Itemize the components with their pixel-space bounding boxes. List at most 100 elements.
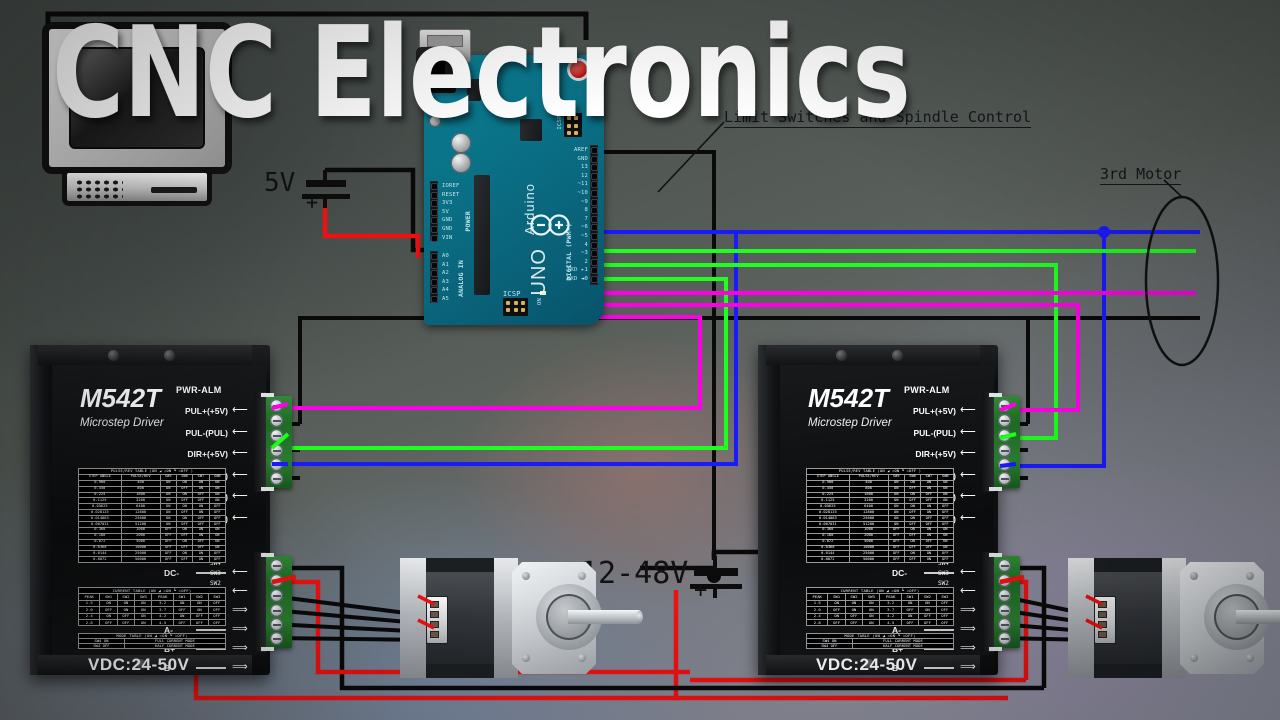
pin-label-a1: A1 — [442, 262, 449, 268]
pulse-rev-row: 0.2251600ONONOFFON — [78, 491, 227, 499]
dip-switch-sw3: SW3 — [938, 570, 949, 577]
header-pin[interactable] — [431, 288, 437, 294]
arduino-uno-board[interactable]: RESET ICSP2 ICSP ON Arduino — [416, 29, 604, 325]
pin-label-ioref: IOREF — [442, 183, 460, 189]
pulse-rev-cell: OFF — [208, 515, 227, 523]
current-cell: OFF — [935, 618, 955, 627]
pin-label-rxd-0: RXD ◄0 — [567, 276, 588, 282]
digital-header[interactable] — [590, 145, 598, 285]
header-pin[interactable] — [431, 184, 437, 189]
flange-screw — [892, 350, 903, 361]
pin-schematic-symbol — [924, 629, 954, 631]
x-axis-stepper — [400, 558, 643, 678]
power-direction-arrow: ⟹ — [960, 643, 976, 654]
reset-button[interactable] — [570, 61, 587, 78]
pin-label-12: 12 — [581, 173, 588, 179]
header-pin[interactable] — [431, 254, 437, 259]
pin-label--3: ~3 — [581, 250, 588, 256]
computer-keyboard — [62, 168, 212, 206]
header-pin[interactable] — [591, 268, 597, 274]
signal-direction-arrow: ⟵ — [232, 426, 248, 438]
electrolytic-cap-2 — [451, 153, 471, 173]
signal-direction-arrow: ⟵ — [960, 405, 976, 416]
header-pin[interactable] — [591, 173, 597, 179]
header-pin[interactable] — [591, 234, 597, 239]
header-pin[interactable] — [591, 165, 597, 171]
pulse-rev-cell: OFF — [936, 509, 955, 517]
header-pin[interactable] — [431, 262, 437, 268]
signal-pin-pul++5v: PUL+(+5V) — [52, 406, 228, 416]
motor-supply-capacitor-symbol — [690, 556, 742, 598]
pin-label--10: ~10 — [577, 190, 588, 196]
pin-label-13: 13 — [581, 164, 588, 170]
header-pin[interactable] — [431, 279, 437, 285]
pulse-rev-cell: ON — [208, 544, 227, 552]
header-pin[interactable] — [591, 199, 597, 205]
current-table: CURRENT TABLE (ON ◢ =ON ┗ =OFF)PEAKSW1SW… — [77, 586, 227, 627]
dip-switch-sw2: SW2 — [210, 580, 221, 587]
header-pin[interactable] — [431, 201, 437, 207]
x-axis-driver: M542T Microstep Driver PWR-ALM VDC:24-50… — [30, 345, 270, 675]
header-pin[interactable] — [591, 251, 597, 257]
mode-caption: MODE TABLE (ON ◢ =ON ┗ =OFF) — [806, 632, 954, 640]
flange-screw — [864, 659, 875, 670]
pin-label--9: ~9 — [581, 199, 588, 205]
header-pin[interactable] — [431, 192, 437, 198]
driver-faceplate: M542T Microstep Driver PWR-ALM VDC:24-50… — [52, 365, 266, 674]
signal-direction-arrow: ⟵ — [232, 448, 248, 459]
pin-label-8: 8 — [584, 207, 588, 213]
header-pin[interactable] — [431, 271, 437, 277]
mode-row: SW4 OFFHALF CURRENT MODE — [78, 643, 227, 650]
motor-connector[interactable] — [1094, 596, 1116, 644]
power-pin-a-: A- — [164, 625, 192, 635]
header-pin[interactable] — [431, 297, 437, 302]
header-pin[interactable] — [591, 182, 597, 188]
pin-schematic-symbol — [196, 572, 226, 574]
signal-pin-pul-pul: PUL-(PUL) — [780, 428, 957, 438]
icsp2-header[interactable] — [564, 113, 582, 137]
header-pin[interactable] — [591, 225, 597, 231]
header-pin[interactable] — [591, 242, 597, 248]
header-pin[interactable] — [431, 235, 437, 241]
pin-schematic-symbol — [196, 629, 226, 631]
motor-connector[interactable] — [426, 596, 448, 644]
motor-supply-polarity: + — [694, 578, 707, 603]
driver-model: M542T — [808, 383, 889, 414]
header-pin[interactable] — [591, 216, 597, 222]
current-cell: OFF — [207, 618, 227, 627]
y-driver-power-terminal-block[interactable] — [982, 552, 1020, 652]
pin-label-3v3: 3V3 — [442, 200, 453, 206]
pulse-rev-row: 0.014425000OFFONONOFF — [78, 550, 227, 558]
logic-supply-capacitor-symbol — [302, 170, 350, 208]
keyboard-spacebar-icon — [151, 187, 197, 193]
power-header[interactable] — [430, 181, 438, 241]
icsp-silk-label: ICSP — [503, 290, 521, 298]
analog-header[interactable] — [430, 251, 438, 303]
pulse-rev-row: 0.900400ONONONON — [806, 479, 955, 487]
monitor-screen — [69, 47, 205, 149]
header-pin[interactable] — [591, 277, 597, 282]
icsp-header[interactable] — [503, 298, 528, 316]
header-pin[interactable] — [431, 227, 437, 232]
power-pin-b-: B- — [164, 663, 192, 673]
pin-schematic-symbol — [924, 667, 954, 669]
mode-cell: HALF CURRENT MODE — [851, 643, 955, 650]
header-pin[interactable] — [431, 218, 437, 224]
header-pin[interactable] — [591, 191, 597, 196]
signal-direction-arrow: ⟵ — [232, 405, 248, 416]
pulse-rev-row: 0.02812512800ONOFFONOFF — [806, 509, 955, 517]
video-title: CNC Electronics — [52, 10, 911, 136]
header-pin[interactable] — [431, 209, 437, 215]
arduino-infinity-logo — [530, 214, 570, 236]
header-pin[interactable] — [591, 148, 597, 153]
logic-supply-polarity: + — [306, 190, 318, 214]
header-pin[interactable] — [591, 208, 597, 214]
header-pin[interactable] — [591, 156, 597, 162]
power-direction-arrow: ⟹ — [960, 624, 976, 635]
header-pin[interactable] — [591, 259, 597, 265]
signal-pin-pul-pul: PUL-(PUL) — [52, 428, 229, 438]
crystal-can — [429, 115, 441, 127]
pulse-rev-row: 0.036010000OFFOFFOFFON — [806, 544, 955, 552]
limit-switches-annotation: Limit Switches and Spindle Control — [724, 108, 1032, 128]
